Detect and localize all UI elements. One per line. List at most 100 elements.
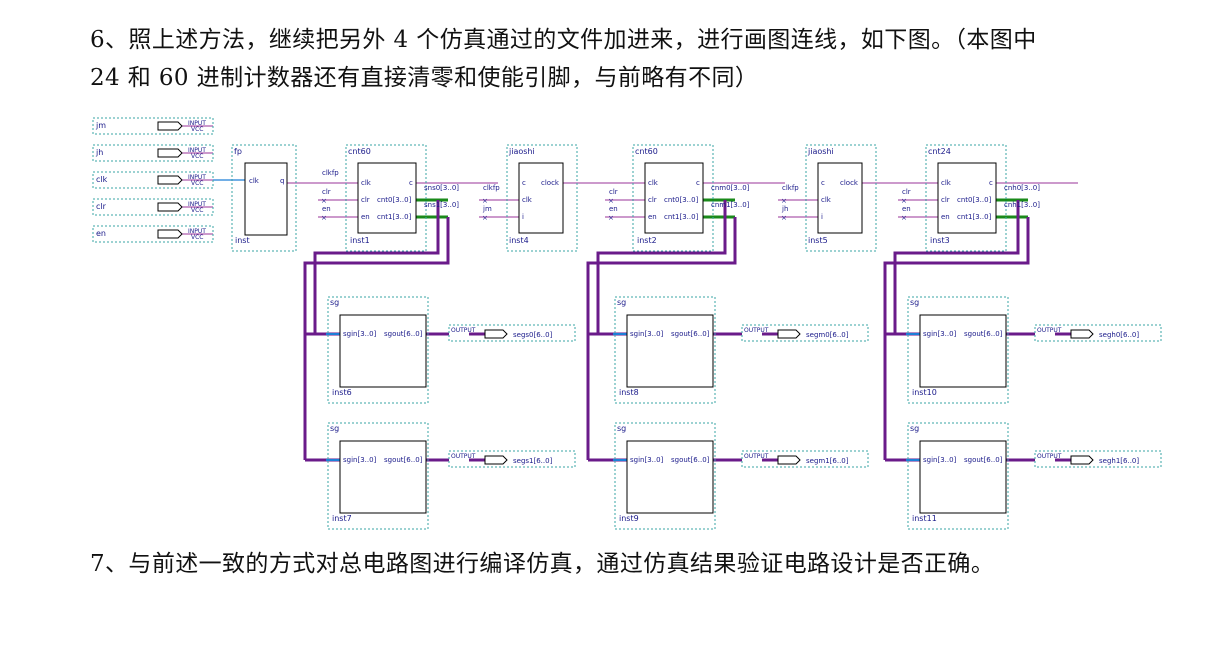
output-pin-arrow (777, 329, 801, 339)
unconnected-mark: × (321, 197, 327, 205)
decoder-title: sg (617, 424, 626, 433)
input-pin-vcc: VCC (191, 234, 203, 241)
counter-bus-label: sns1[3..0] (424, 201, 459, 209)
counter-bus-label: cnm0[3..0] (711, 184, 750, 192)
decoder-inst: inst9 (619, 514, 639, 523)
symbol-body (244, 162, 288, 236)
bus-cnt1 (883, 217, 1030, 460)
decoder-port-in: sgin[3..0] (343, 456, 377, 464)
decoder-title: sg (910, 298, 919, 307)
output-pin-name: segm1[6..0] (806, 457, 849, 465)
decoder-port-in: sgin[3..0] (923, 330, 957, 338)
bus-cnt1 (586, 217, 737, 460)
symbol-body (626, 440, 714, 514)
unconnected-mark: × (482, 197, 488, 205)
decoder-frame (907, 422, 1009, 530)
output-pin-name: segs0[6..0] (513, 331, 553, 339)
input-pin-type: INPUT (188, 120, 206, 127)
decoder-inst: inst11 (912, 514, 937, 523)
counter-port-in: en (648, 213, 657, 221)
jiaoshi-wire-label: clkfp (782, 184, 799, 192)
output-pin-name: segh1[6..0] (1099, 457, 1139, 465)
input-pin-vcc: VCC (191, 207, 203, 214)
bus-cnt0 (596, 200, 727, 334)
decoder-frame (907, 296, 1009, 404)
decoder-inst: inst10 (912, 388, 937, 397)
output-pin-arrow (484, 329, 508, 339)
decoder-title: sg (617, 298, 626, 307)
step6-text-line1: 6、照上述方法，继续把另外 4 个仿真通过的文件加进来，进行画图连线，如下图。（… (90, 27, 1037, 53)
counter-port-in: clk (361, 179, 372, 187)
input-pin-type: INPUT (188, 201, 206, 208)
bus-cnt1 (303, 217, 450, 460)
output-pin-segh0[6..0] (1034, 324, 1162, 342)
counter-port-out: c (989, 179, 993, 187)
decoder-inst: inst6 (332, 388, 352, 397)
output-pin-arrow (1070, 455, 1094, 465)
input-pin-arrow (157, 229, 183, 239)
output-pin-segm1[6..0] (741, 450, 869, 468)
input-pin-arrow (157, 121, 183, 131)
input-pin-type: INPUT (188, 228, 206, 235)
input-pin-name: clr (96, 202, 107, 211)
input-pin-jm (92, 117, 214, 135)
bus-cnt0 (313, 200, 440, 334)
jiaoshi-port-in: clk (522, 196, 533, 204)
output-pin-arrow (1070, 329, 1094, 339)
decoder-inst: inst7 (332, 514, 352, 523)
counter-wire-label: clr (609, 188, 618, 196)
unconnected-mark: × (321, 214, 327, 222)
decoder-port-in: sgin[3..0] (923, 456, 957, 464)
input-pin-type: INPUT (188, 147, 206, 154)
input-pin-vcc: VCC (191, 126, 203, 133)
counter-wire-label: clr (902, 188, 911, 196)
input-pin-name: en (96, 229, 106, 238)
input-pin-name: jm (95, 121, 106, 130)
counter-title: cnt60 (635, 147, 658, 156)
jiaoshi-inst: inst4 (509, 236, 529, 245)
input-pin-clk (92, 171, 214, 189)
decoder-frame (614, 296, 716, 404)
decoder-title: sg (330, 424, 339, 433)
decoder-port-out: sgout[6..0] (384, 456, 423, 464)
counter-port-out: c (696, 179, 700, 187)
jiaoshi-port-in: i (522, 213, 524, 221)
input-pin-arrow (157, 175, 183, 185)
unconnected-mark: × (781, 197, 787, 205)
decoder-port-out: sgout[6..0] (671, 330, 710, 338)
input-pin-arrow (157, 148, 183, 158)
counter-port-in: en (361, 213, 370, 221)
step6-text-line2: 24 和 60 进制计数器还有直接清零和使能引脚，与前略有不同） (90, 65, 759, 91)
decoder-frame (614, 422, 716, 530)
counter-port-in: clr (361, 196, 370, 204)
decoder-title: sg (910, 424, 919, 433)
decoder-port-out: sgout[6..0] (384, 330, 423, 338)
input-pin-name: jh (95, 148, 103, 157)
counter-port-out: c (409, 179, 413, 187)
counter-port-out: cnt0[3..0] (377, 196, 412, 204)
output-pin-name: segm0[6..0] (806, 331, 849, 339)
jiaoshi-port-in: c (522, 179, 526, 187)
input-pin-name: clk (96, 175, 108, 184)
counter-inst: inst3 (930, 236, 950, 245)
jiaoshi-port-out: clock (840, 179, 859, 187)
symbol-body (919, 440, 1007, 514)
jiaoshi-inst: inst5 (808, 236, 828, 245)
jiaoshi-port-out: clock (541, 179, 560, 187)
unconnected-mark: × (901, 214, 907, 222)
output-pin-segs1[6..0] (448, 450, 576, 468)
counter-port-in: clr (648, 196, 657, 204)
output-pin-type: OUTPUT (1037, 453, 1062, 460)
counter-port-out: cnt0[3..0] (664, 196, 699, 204)
counter-port-in: clr (941, 196, 950, 204)
input-pin-en (92, 225, 214, 243)
decoder-frame (327, 296, 429, 404)
jiaoshi-wire-label: jm (482, 205, 492, 213)
fp-frame (231, 144, 297, 252)
fp-port-in: clk (249, 177, 260, 185)
step7-text: 7、与前述一致的方式对总电路图进行编译仿真，通过仿真结果验证电路设计是否正确。 (90, 551, 995, 577)
counter-wire-label: clr (322, 188, 331, 196)
counter-wire-label: en (609, 205, 618, 213)
counter-title: cnt24 (928, 147, 951, 156)
jiaoshi-title: jiaoshi (508, 147, 535, 156)
